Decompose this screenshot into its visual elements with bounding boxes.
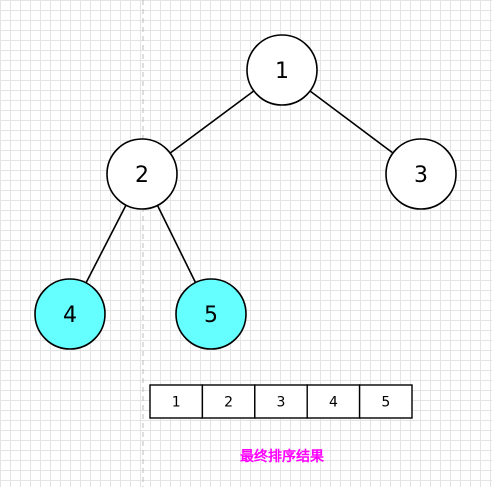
edge-1-2 bbox=[169, 90, 255, 154]
edge-2-4 bbox=[85, 204, 127, 284]
array-cell-box bbox=[201, 384, 256, 419]
tree-node-4: 4 bbox=[34, 278, 106, 350]
node-label: 3 bbox=[414, 163, 428, 188]
node-label: 4 bbox=[63, 303, 77, 328]
node-label: 2 bbox=[135, 163, 149, 188]
node-circle bbox=[175, 278, 247, 350]
array-cell-box bbox=[358, 384, 413, 419]
array-cell: 2 bbox=[201, 384, 256, 419]
array-cell-label: 1 bbox=[172, 395, 181, 411]
array-cell-box bbox=[149, 384, 204, 419]
node-label: 5 bbox=[204, 303, 218, 328]
edge-1-3 bbox=[309, 90, 394, 154]
array-cell: 5 bbox=[358, 384, 413, 419]
nodes-layer: 1 2 3 4 5 bbox=[34, 34, 457, 350]
array-cell-label: 3 bbox=[277, 395, 286, 411]
array-cell-box bbox=[254, 384, 308, 419]
tree-node-2: 2 bbox=[106, 138, 178, 210]
array-cell-label: 5 bbox=[381, 395, 390, 411]
array-cell-label: 4 bbox=[329, 395, 338, 411]
array-cell: 4 bbox=[306, 384, 361, 419]
sorted-array: 1 2 3 4 5 bbox=[149, 384, 413, 419]
tree-node-3: 3 bbox=[385, 138, 457, 210]
edge-2-5 bbox=[156, 205, 197, 283]
node-circle bbox=[385, 138, 457, 210]
tree-node-1: 1 bbox=[246, 34, 318, 106]
node-label: 1 bbox=[275, 59, 289, 84]
caption-text: 最终排序结果 bbox=[240, 448, 325, 465]
array-cell-label: 2 bbox=[224, 395, 233, 411]
node-circle bbox=[106, 138, 178, 210]
edges-layer bbox=[85, 90, 394, 284]
node-circle bbox=[246, 34, 318, 106]
array-cell: 1 bbox=[149, 384, 204, 419]
tree-node-5: 5 bbox=[175, 278, 247, 350]
node-circle bbox=[34, 278, 106, 350]
array-cell: 3 bbox=[254, 384, 308, 419]
